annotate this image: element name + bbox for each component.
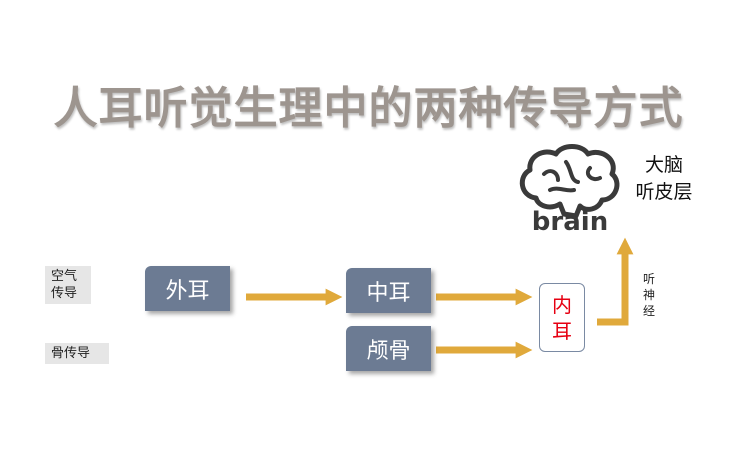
inner-ear-char2: 耳 <box>552 318 572 343</box>
outer-ear-box: 外耳 <box>145 266 230 311</box>
page-title: 人耳听觉生理中的两种传导方式 <box>53 83 684 134</box>
auditory-nerve-char2: 神 <box>642 288 655 302</box>
auditory-cortex-line1: 大脑 <box>644 154 683 176</box>
air-conduction-label: 空气 传导 <box>45 266 91 304</box>
inner-ear-box: 内 耳 <box>539 283 585 352</box>
auditory-nerve-char1: 听 <box>642 272 655 286</box>
bone-conduction-label: 骨传导 <box>45 343 109 364</box>
air-conduction-label-line2: 传导 <box>51 286 78 301</box>
air-conduction-label-line1: 空气 <box>51 269 78 284</box>
brain-icon: brain <box>519 144 620 236</box>
auditory-cortex-line2: 听皮层 <box>635 181 693 203</box>
auditory-nerve-char3: 经 <box>642 304 655 318</box>
inner-ear-char1: 内 <box>552 292 572 317</box>
auditory-nerve-label: 听 神 经 <box>642 271 656 319</box>
auditory-cortex-label: 大脑 听皮层 <box>626 152 702 206</box>
middle-ear-box: 中耳 <box>346 268 431 313</box>
skull-box: 颅骨 <box>346 326 431 371</box>
arrow-inner-to-cortex <box>597 237 634 326</box>
brain-word: brain <box>532 207 608 236</box>
